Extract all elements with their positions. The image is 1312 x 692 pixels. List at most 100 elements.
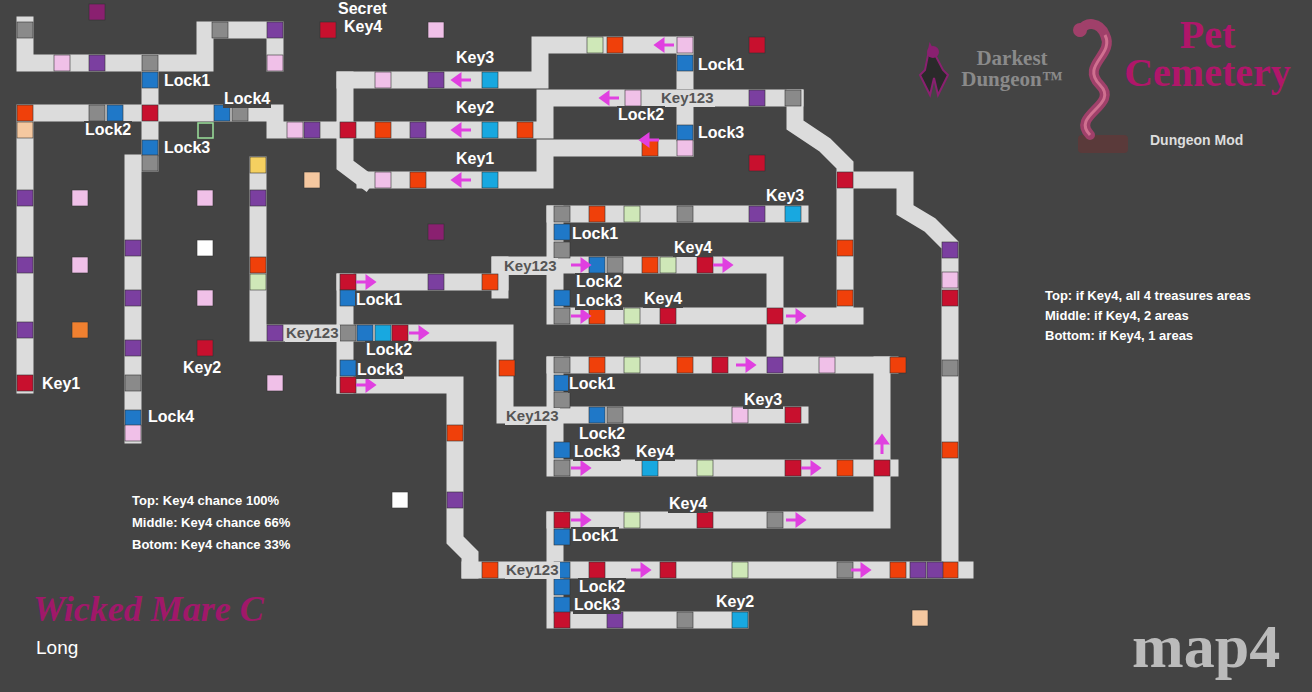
room-square: [17, 105, 33, 121]
room-square: [554, 242, 570, 258]
room-square: [197, 190, 213, 206]
room-square: [624, 512, 640, 528]
room-square: [375, 325, 391, 341]
room-square: [749, 90, 765, 106]
direction-arrow: [877, 436, 887, 454]
direction-arrow: [571, 311, 589, 321]
room-square: [624, 206, 640, 222]
room-square: [125, 240, 141, 256]
key-room-label: Key123: [505, 408, 560, 425]
room-square: [837, 240, 853, 256]
note: Botom: Key4 chance 33%: [132, 538, 290, 552]
room-square: [942, 442, 958, 458]
room-square: [72, 257, 88, 273]
room-label: Key4: [635, 443, 675, 461]
direction-arrow: [801, 463, 819, 473]
room-square: [428, 274, 444, 290]
room-square: [837, 460, 853, 476]
room-square: [554, 206, 570, 222]
direction-arrow: [453, 125, 471, 135]
room-square: [712, 357, 728, 373]
room-square: [287, 122, 303, 138]
room-square: [927, 562, 943, 578]
room-label: Lock3: [356, 361, 404, 379]
room-square: [749, 155, 765, 171]
room-square: [142, 140, 158, 156]
room-square: [340, 274, 356, 290]
room-square: [340, 377, 356, 393]
room-square: [17, 22, 33, 38]
room-label: Key2: [715, 593, 755, 611]
room-square: [837, 562, 853, 578]
room-square: [785, 460, 801, 476]
room-square: [697, 460, 713, 476]
room-label: Lock2: [617, 106, 665, 124]
corridors: [25, 25, 965, 620]
room-square: [267, 22, 283, 38]
room-square: [942, 562, 958, 578]
room-square: [392, 325, 408, 341]
room-square: [17, 322, 33, 338]
room-square: [375, 122, 391, 138]
room-square: [677, 206, 693, 222]
room-square: [340, 122, 356, 138]
room-square: [197, 240, 213, 256]
room-square: [942, 272, 958, 288]
room-label: Lock3: [573, 596, 621, 614]
room-square: [767, 308, 783, 324]
key-room-label: Key123: [505, 562, 560, 579]
room-square: [589, 407, 605, 423]
room-square: [554, 597, 570, 613]
room-square: [428, 224, 444, 240]
room-square: [607, 257, 623, 273]
room-square: [749, 37, 765, 53]
room-square: [142, 72, 158, 88]
room-square: [767, 512, 783, 528]
room-square: [587, 37, 603, 53]
map-title: Wicked Mare C: [33, 590, 264, 630]
room-square: [660, 257, 676, 273]
room-square: [17, 375, 33, 391]
room-square: [54, 55, 70, 71]
direction-arrow: [453, 175, 471, 185]
room-square: [72, 322, 88, 338]
room-square: [142, 55, 158, 71]
direction-arrow: [356, 380, 374, 390]
room-square: [410, 122, 426, 138]
room-label: Key3: [765, 187, 805, 205]
direction-arrow: [713, 260, 731, 270]
room-square: [142, 105, 158, 121]
room-square: [677, 125, 693, 141]
direction-arrow: [736, 360, 754, 370]
room-square: [250, 157, 266, 173]
room-square: [340, 290, 356, 306]
room-square: [428, 22, 444, 38]
room-square: [607, 612, 623, 628]
room-square: [607, 407, 623, 423]
room-label: Lock1: [163, 72, 211, 90]
rooms: [17, 4, 958, 628]
room-square: [697, 257, 713, 273]
room-square: [375, 172, 391, 188]
direction-arrow: [571, 515, 589, 525]
room-square: [554, 357, 570, 373]
outline-room: [198, 123, 213, 138]
room-square: [250, 274, 266, 290]
darkest-dungeon-icon: [920, 45, 948, 95]
room-square: [554, 392, 570, 408]
room-square: [912, 610, 928, 626]
room-label: Lock2: [575, 273, 623, 291]
room-square: [677, 140, 693, 156]
room-label: Key1: [455, 150, 495, 168]
room-label: Lock1: [568, 375, 616, 393]
room-label: Key3: [455, 49, 495, 67]
room-square: [642, 460, 658, 476]
room-square: [340, 325, 356, 341]
room-square: [499, 360, 515, 376]
room-square: [819, 357, 835, 373]
room-square: [625, 90, 641, 106]
direction-arrow: [641, 135, 659, 145]
room-square: [125, 410, 141, 426]
room-square: [732, 562, 748, 578]
